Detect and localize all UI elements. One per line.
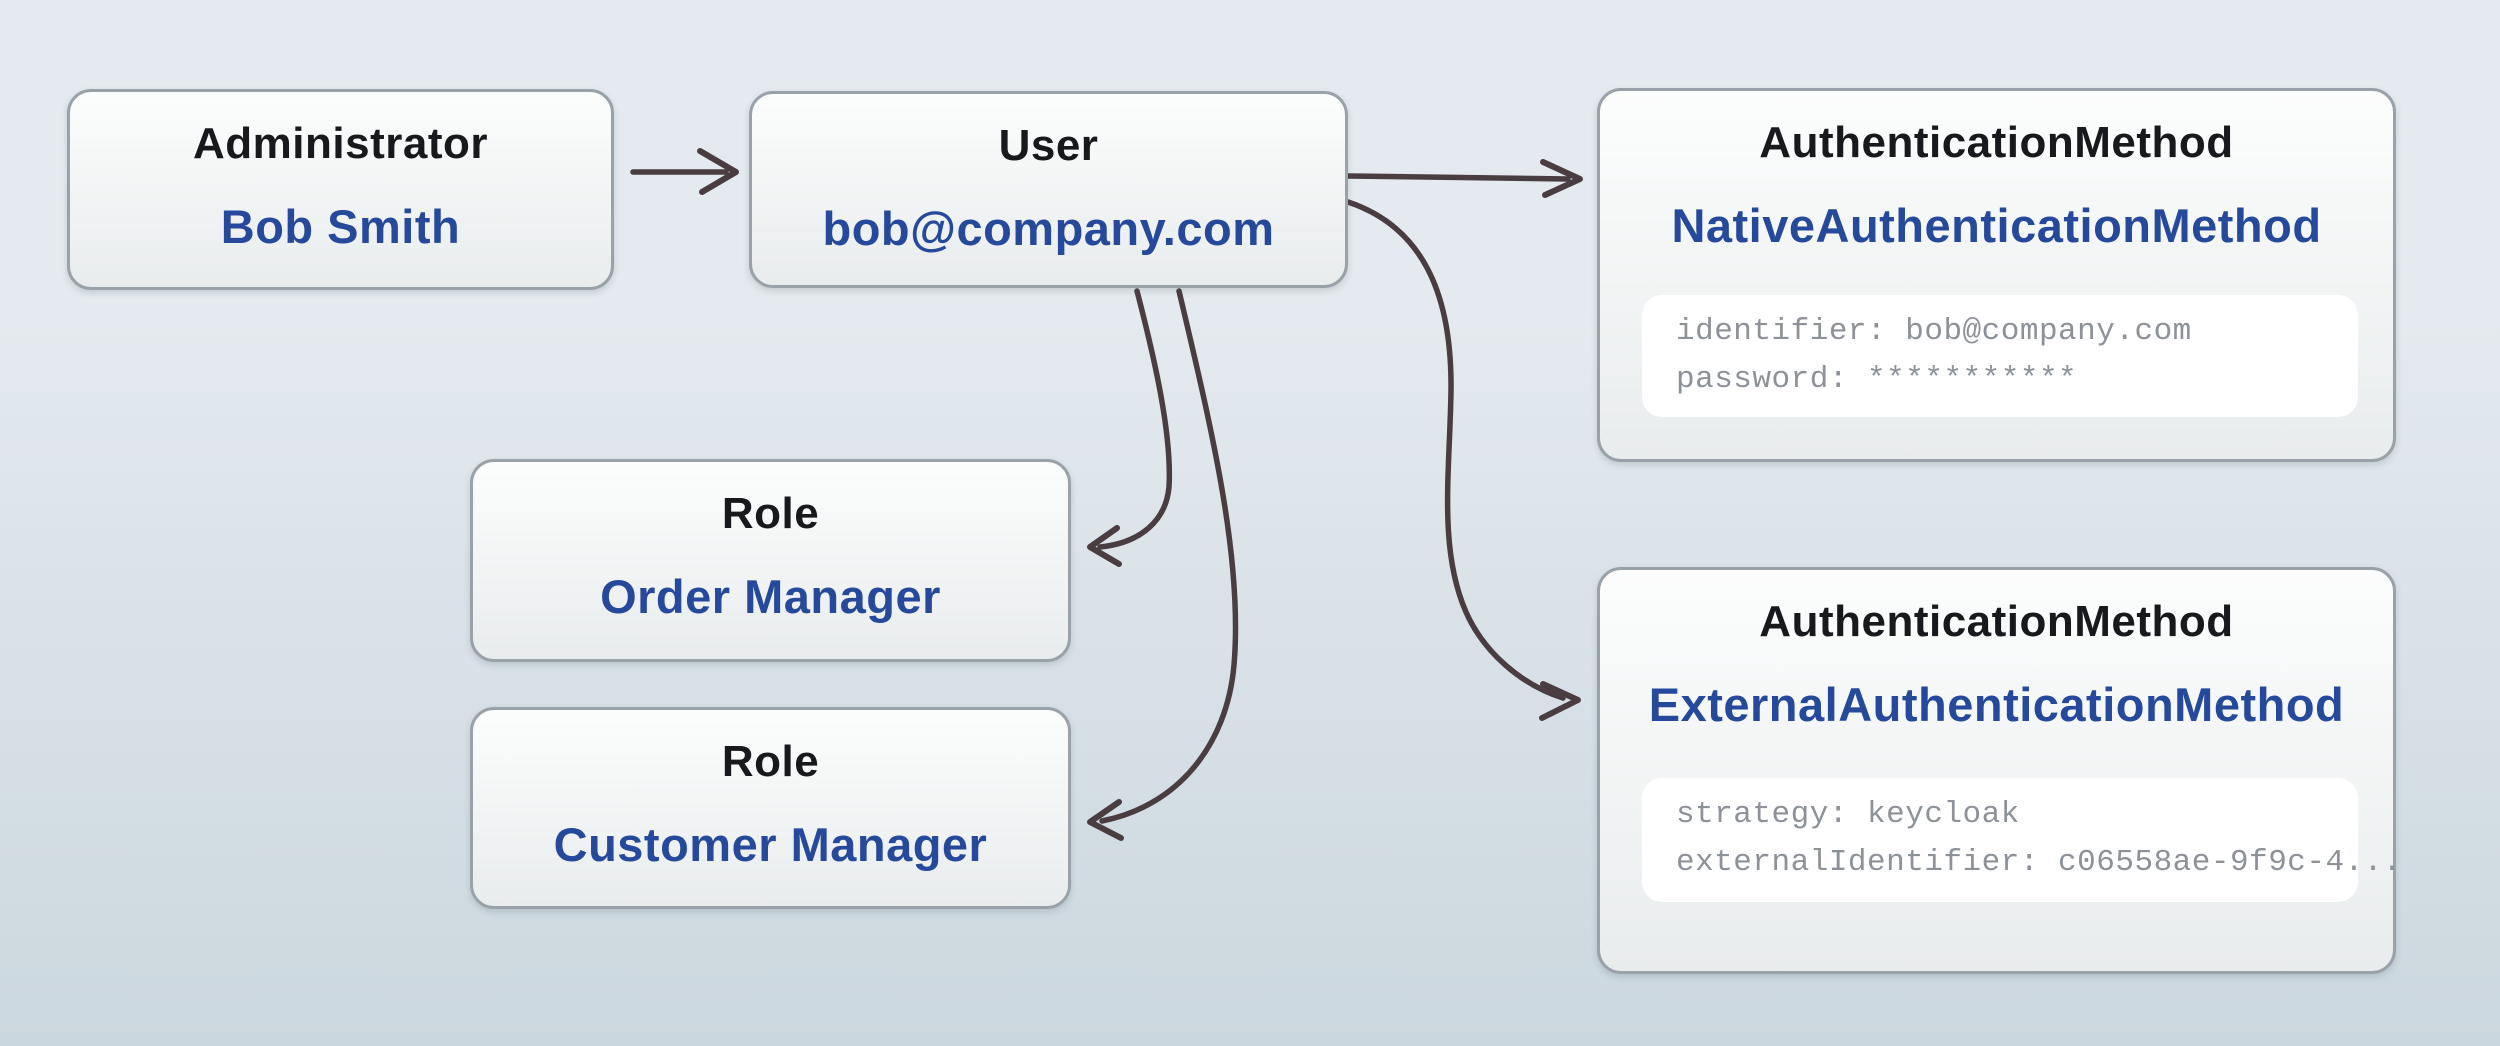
- node-instance-label: bob@company.com: [822, 202, 1275, 255]
- node-instance-label: Order Manager: [600, 570, 941, 623]
- edge-administrator-to-user: [630, 148, 739, 195]
- node-native-authentication-method: AuthenticationMethod NativeAuthenticatio…: [1597, 88, 2396, 462]
- node-role-order-manager: Role Order Manager: [470, 459, 1071, 662]
- attribute-password: password: ***********: [1676, 362, 2078, 397]
- node-type-label: Role: [721, 489, 820, 538]
- edge-user-to-external-auth: [1345, 199, 1581, 721]
- attributes-panel: strategy: keycloak externalIdentifier: c…: [1642, 778, 2402, 902]
- node-instance-label: Customer Manager: [553, 818, 988, 871]
- node-instance-label: Bob Smith: [220, 200, 461, 253]
- attribute-external-identifier: externalIdentifier: c06558ae-9f9c-4...: [1676, 845, 2402, 880]
- node-user: User bob@company.com: [749, 91, 1348, 288]
- edge-user-to-role-order: [1087, 288, 1173, 567]
- node-type-label: AuthenticationMethod: [1759, 118, 2234, 167]
- node-external-authentication-method: AuthenticationMethod ExternalAuthenticat…: [1597, 567, 2402, 974]
- node-type-label: User: [998, 121, 1099, 170]
- node-type-label: AuthenticationMethod: [1759, 597, 2234, 646]
- attribute-identifier: identifier: bob@company.com: [1676, 314, 2192, 349]
- node-type-label: Administrator: [193, 119, 488, 168]
- node-type-label: Role: [721, 737, 820, 786]
- node-instance-label: ExternalAuthenticationMethod: [1648, 678, 2345, 731]
- attribute-strategy: strategy: keycloak: [1676, 797, 2020, 832]
- node-administrator: Administrator Bob Smith: [67, 89, 614, 290]
- node-role-customer-manager: Role Customer Manager: [470, 707, 1071, 909]
- edge-user-to-native-auth: [1345, 159, 1583, 198]
- node-instance-label: NativeAuthenticationMethod: [1671, 199, 2322, 252]
- attributes-panel: identifier: bob@company.com password: **…: [1642, 295, 2358, 417]
- edge-user-to-role-customer: [1087, 288, 1239, 841]
